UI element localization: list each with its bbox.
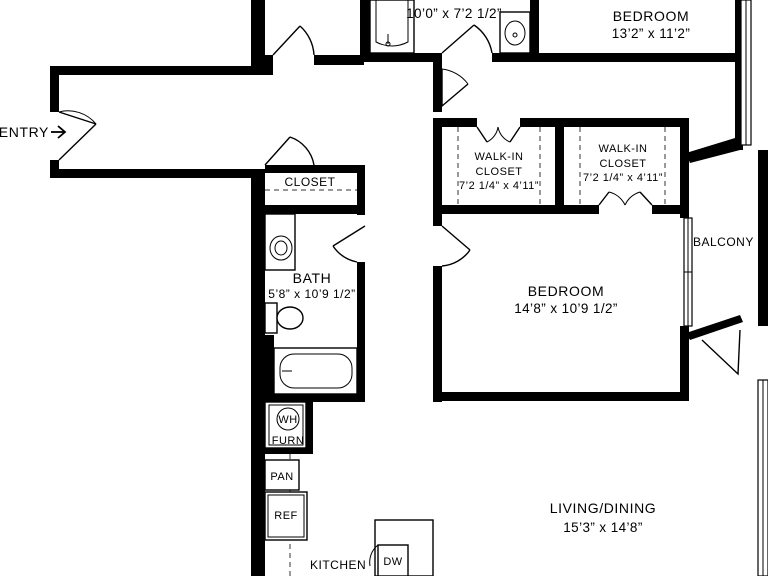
bedroom-top-dims: 13’2” x 11’2” [612,26,691,41]
wall-balcony-angled-top [686,138,740,163]
door-closet [264,136,315,166]
dishwasher [377,544,409,576]
living-label: LIVING/DINING [550,500,657,516]
bathtub-top [369,0,415,54]
bedroom-main-label: BEDROOM [528,283,605,299]
pantry-label: PAN [270,471,293,483]
wall-walkin-top-right [520,118,687,127]
toilet-bowl [276,306,304,330]
arrow-right-icon [51,125,67,139]
wall-corridor-bottom [50,169,265,178]
door-walkin-right [598,191,653,206]
balcony-label: BALCONY [693,235,754,249]
wall-entry-upper [50,66,59,112]
door-bedroom-hall [441,69,469,108]
bedroom-main-dims: 14’8” x 10’9 1/2” [514,301,618,316]
wall-right-upper [735,0,743,150]
wall-hall-stub [265,55,273,75]
wall-bath-thick [256,335,274,395]
wall-bedroom-left [433,266,442,402]
door-bath-top [441,24,493,54]
walls [50,0,768,576]
mechanical-closet [264,401,307,449]
wall-closet-top [265,165,365,173]
wall-balcony-angled-bottom [686,315,743,340]
wall-bath-top-left [360,0,370,60]
closet-label: CLOSET [284,175,335,189]
wall-walkin-right [680,118,689,218]
wall-bath-top-bottom [360,53,438,62]
furnace-label: FURN [272,435,305,447]
refrigerator [264,491,308,541]
wall-walkin-bottom-left [433,205,599,214]
pantry [264,459,300,491]
wall-bath-top-jamb [433,53,442,69]
door-balcony [701,329,741,376]
wall-walkin-top-left [433,118,477,127]
door-entry [58,111,97,161]
bath-dims: 5’8” x 10’9 1/2” [268,287,355,301]
wall-closet-bottom [265,205,365,214]
wall-bedroom-top-bottom [539,53,735,62]
water-heater-label: WH [278,414,297,426]
walkin-right-label-1: WALK-IN [599,143,648,155]
wall-hall-top [314,55,364,65]
living-dims: 15’3” x 14’8” [563,520,643,535]
wall-bath-right [357,262,365,402]
wall-bedroom-bottom [433,392,689,401]
wall-bath-bottom [265,394,365,402]
wall-bath-top-right [530,0,539,62]
wall-mech-right [306,398,313,454]
walkin-right-label-2: CLOSET [599,158,646,170]
walkin-left-label-1: WALK-IN [475,151,524,163]
entry-label: ENTRY [0,124,49,140]
wall-mech-bottom [265,448,313,454]
door-bath [332,225,366,263]
labels: BEDROOM 13’2” x 11’2” 10’0” x 7’2 1/2” E… [0,6,754,572]
refrigerator-label: REF [274,510,298,522]
bedroom-top-label: BEDROOM [613,8,690,24]
bath-label: BATH [293,270,332,286]
bath-top-dims: 10’0” x 7’2 1/2” [406,6,502,21]
walkin-right-dims: 7’2 1/4” x 4’11” [583,172,663,184]
walkin-left-label-2: CLOSET [475,166,522,178]
fixtures [264,0,531,576]
windows [683,0,768,576]
door-bedroom-main [441,225,471,267]
dishwasher-label: DW [383,556,402,568]
water-heater-icon [276,407,300,431]
toilet-tank [264,302,278,334]
wall-walkin-left [433,118,442,226]
wall-right-balcony [758,150,768,326]
wall-bedroom-right-lower [680,326,689,401]
wall-top-left-column [251,0,265,75]
door-hall-top [272,25,315,56]
kitchen-label: KITCHEN [310,558,366,572]
wall-corridor-top [50,66,265,75]
door-walkin-left [476,126,521,143]
wall-closet-right [357,165,365,215]
wall-walkin-bottom-right [652,205,687,214]
walkin-left-dims: 7’2 1/4” x 4’11” [459,180,539,192]
wall-hall-right-upper [433,62,442,112]
wall-walkin-divider [555,118,564,213]
doors [58,24,741,376]
wall-bath-top-bottom-right [492,53,538,62]
